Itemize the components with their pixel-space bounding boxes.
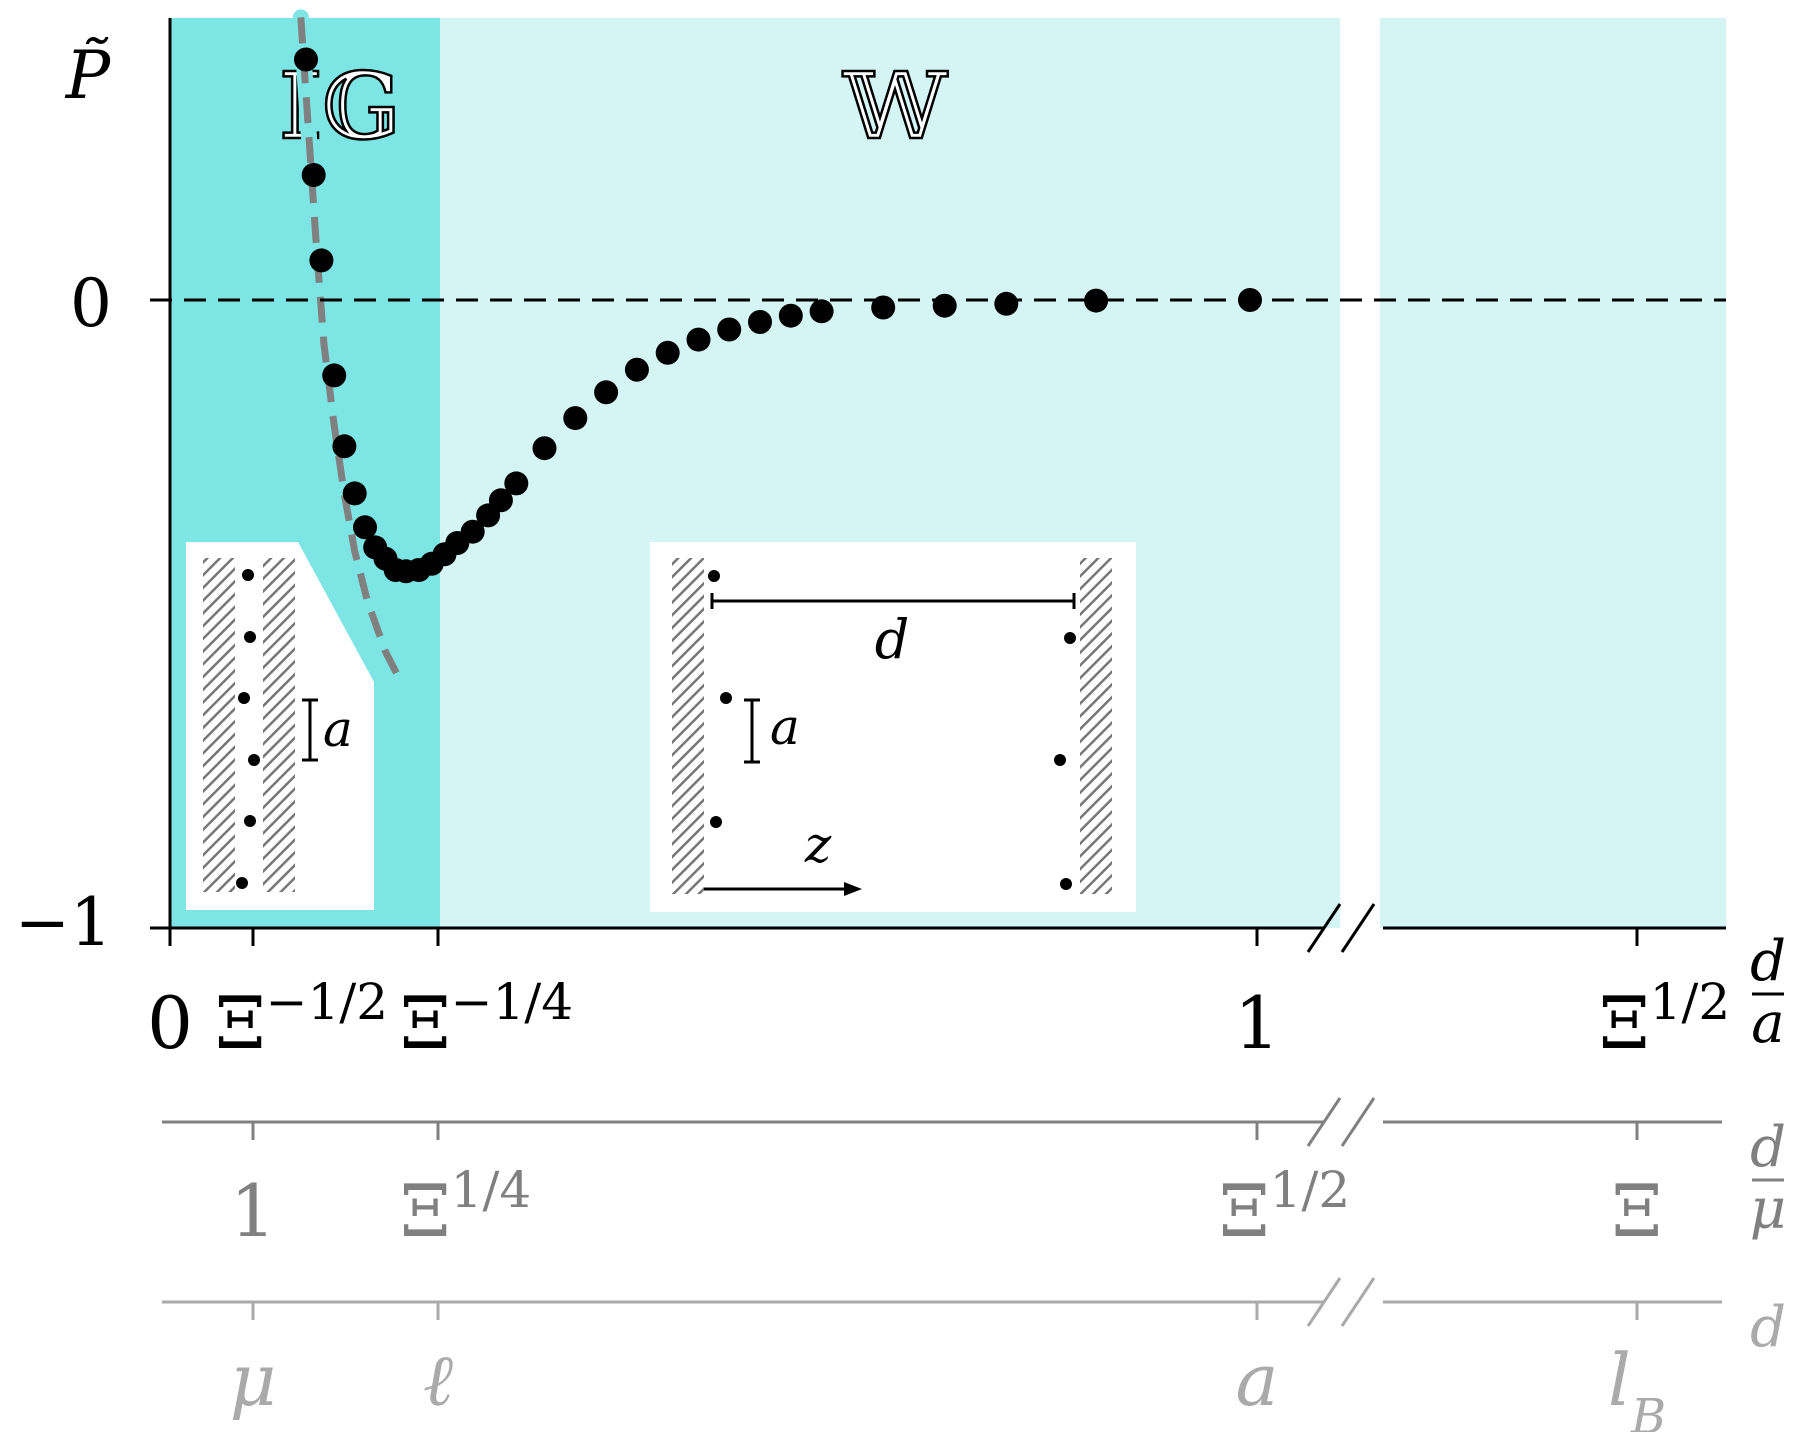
region-ig-label: 𝕀𝔾: [279, 53, 401, 160]
z-axis-arrow: [704, 882, 862, 896]
inset-wide-left-wall: [672, 558, 704, 894]
inset-narrow-ion: [242, 569, 254, 581]
region-w-label: 𝕎: [842, 53, 948, 160]
inset-narrow-ion: [244, 815, 256, 827]
data-point: [309, 248, 334, 273]
inset-wide-right-wall: [1080, 558, 1112, 894]
tick-label-d/mu: Ξ1/4: [400, 1161, 531, 1253]
data-point: [655, 340, 680, 365]
inset-wide-ion: [710, 816, 722, 828]
inset-wide-ion: [1064, 632, 1076, 644]
inset-wide-spacing-bracket: [744, 698, 760, 764]
z-axis-label: z: [804, 816, 832, 874]
axis-break-gap: [1340, 18, 1380, 928]
regions: 𝕀𝔾 𝕎: [170, 18, 1726, 928]
scale-label-denominator-d/a: a: [1751, 991, 1784, 1056]
inset-wide-ion: [720, 692, 732, 704]
axes: 0 −1 P̃: [15, 18, 1726, 961]
inset-wide-distance-bar: [710, 593, 1076, 609]
inset-narrow-spacing-label: a: [323, 700, 353, 758]
data-points-group: [294, 47, 1262, 584]
y-axis-label: P̃: [65, 37, 112, 114]
axis-break-slash: [1306, 903, 1342, 953]
inset-narrow-slab: a: [186, 542, 374, 910]
tick-label-d/a: 0: [147, 981, 193, 1065]
tick-label-d/mu: Ξ1/2: [1219, 1161, 1350, 1253]
data-point: [504, 471, 529, 496]
data-point: [717, 317, 742, 342]
inset-narrow-left-wall: [203, 558, 235, 892]
data-point: [294, 47, 318, 72]
data-point: [532, 436, 557, 461]
fit-curve-group: [292, 9, 407, 685]
tick-label-d: ℓ: [423, 1338, 453, 1422]
tick-label-d: μ: [230, 1338, 277, 1422]
tick-label-d/a: Ξ−1/2: [215, 973, 388, 1065]
axis-break-slash: [1306, 1097, 1342, 1147]
inset-wide-slab-panel: [650, 542, 1136, 912]
data-point: [624, 357, 649, 382]
data-point: [322, 363, 347, 388]
y-tick-label-zero: 0: [70, 265, 112, 342]
y-tick-label-minus-one: −1: [15, 884, 112, 961]
data-point: [594, 380, 619, 405]
axis-break-d/mu: [1306, 1097, 1376, 1147]
data-point: [778, 303, 803, 328]
tick-label-d: a: [1236, 1338, 1279, 1422]
inset-narrow-spacing-bracket: [302, 698, 318, 762]
tick-label-d: lB: [1608, 1338, 1666, 1432]
scale-label-denominator-d/mu: μ: [1750, 1177, 1786, 1242]
inset-wide-ion: [1060, 878, 1072, 890]
axis-break-main: [1306, 903, 1376, 953]
data-point: [488, 488, 513, 513]
inset-wide-ion: [708, 570, 720, 582]
scale-label-numerator-d/mu: d: [1750, 1115, 1786, 1180]
scale-label-numerator-d/a: d: [1750, 929, 1786, 994]
axis-break-slash: [1340, 1097, 1376, 1147]
axis-break-slash: [1306, 1277, 1342, 1327]
inset-wide-spacing-label: a: [770, 698, 800, 756]
inset-wide-slab: d a z: [650, 542, 1136, 912]
inset-narrow-right-wall: [263, 558, 295, 892]
axis-break-slash: [1340, 1277, 1376, 1327]
data-point: [994, 291, 1019, 316]
inset-narrow-ion: [244, 631, 256, 643]
tick-label-d/mu: Ξ: [1612, 1169, 1663, 1253]
tick-label-d/a: 1: [1234, 981, 1280, 1065]
data-point: [563, 406, 588, 431]
tick-label-d/a: Ξ−1/4: [400, 973, 573, 1065]
data-point: [460, 519, 485, 544]
inset-wide-ion: [1054, 754, 1066, 766]
data-point: [332, 434, 357, 459]
axis-break-slash: [1340, 903, 1376, 953]
data-point: [342, 481, 367, 506]
data-point: [353, 515, 377, 540]
inset-narrow-ion: [236, 877, 248, 889]
inset-narrow-ion: [238, 692, 250, 704]
axis-break-d: [1306, 1277, 1376, 1327]
data-point: [1084, 288, 1109, 313]
tick-label-d/mu: 1: [230, 1169, 276, 1253]
data-point: [748, 310, 772, 334]
inset-narrow-ion: [248, 754, 260, 766]
data-point: [932, 293, 957, 318]
scale-label-numerator-d: d: [1750, 1295, 1786, 1360]
data-point: [301, 163, 326, 187]
data-point: [686, 327, 711, 352]
tick-label-d/a: Ξ1/2: [1599, 973, 1730, 1065]
region-w-background-after-break: [1380, 18, 1726, 928]
inset-wide-distance-label: d: [875, 608, 910, 671]
data-point: [809, 299, 834, 324]
fit-curve-line: [297, 17, 402, 679]
